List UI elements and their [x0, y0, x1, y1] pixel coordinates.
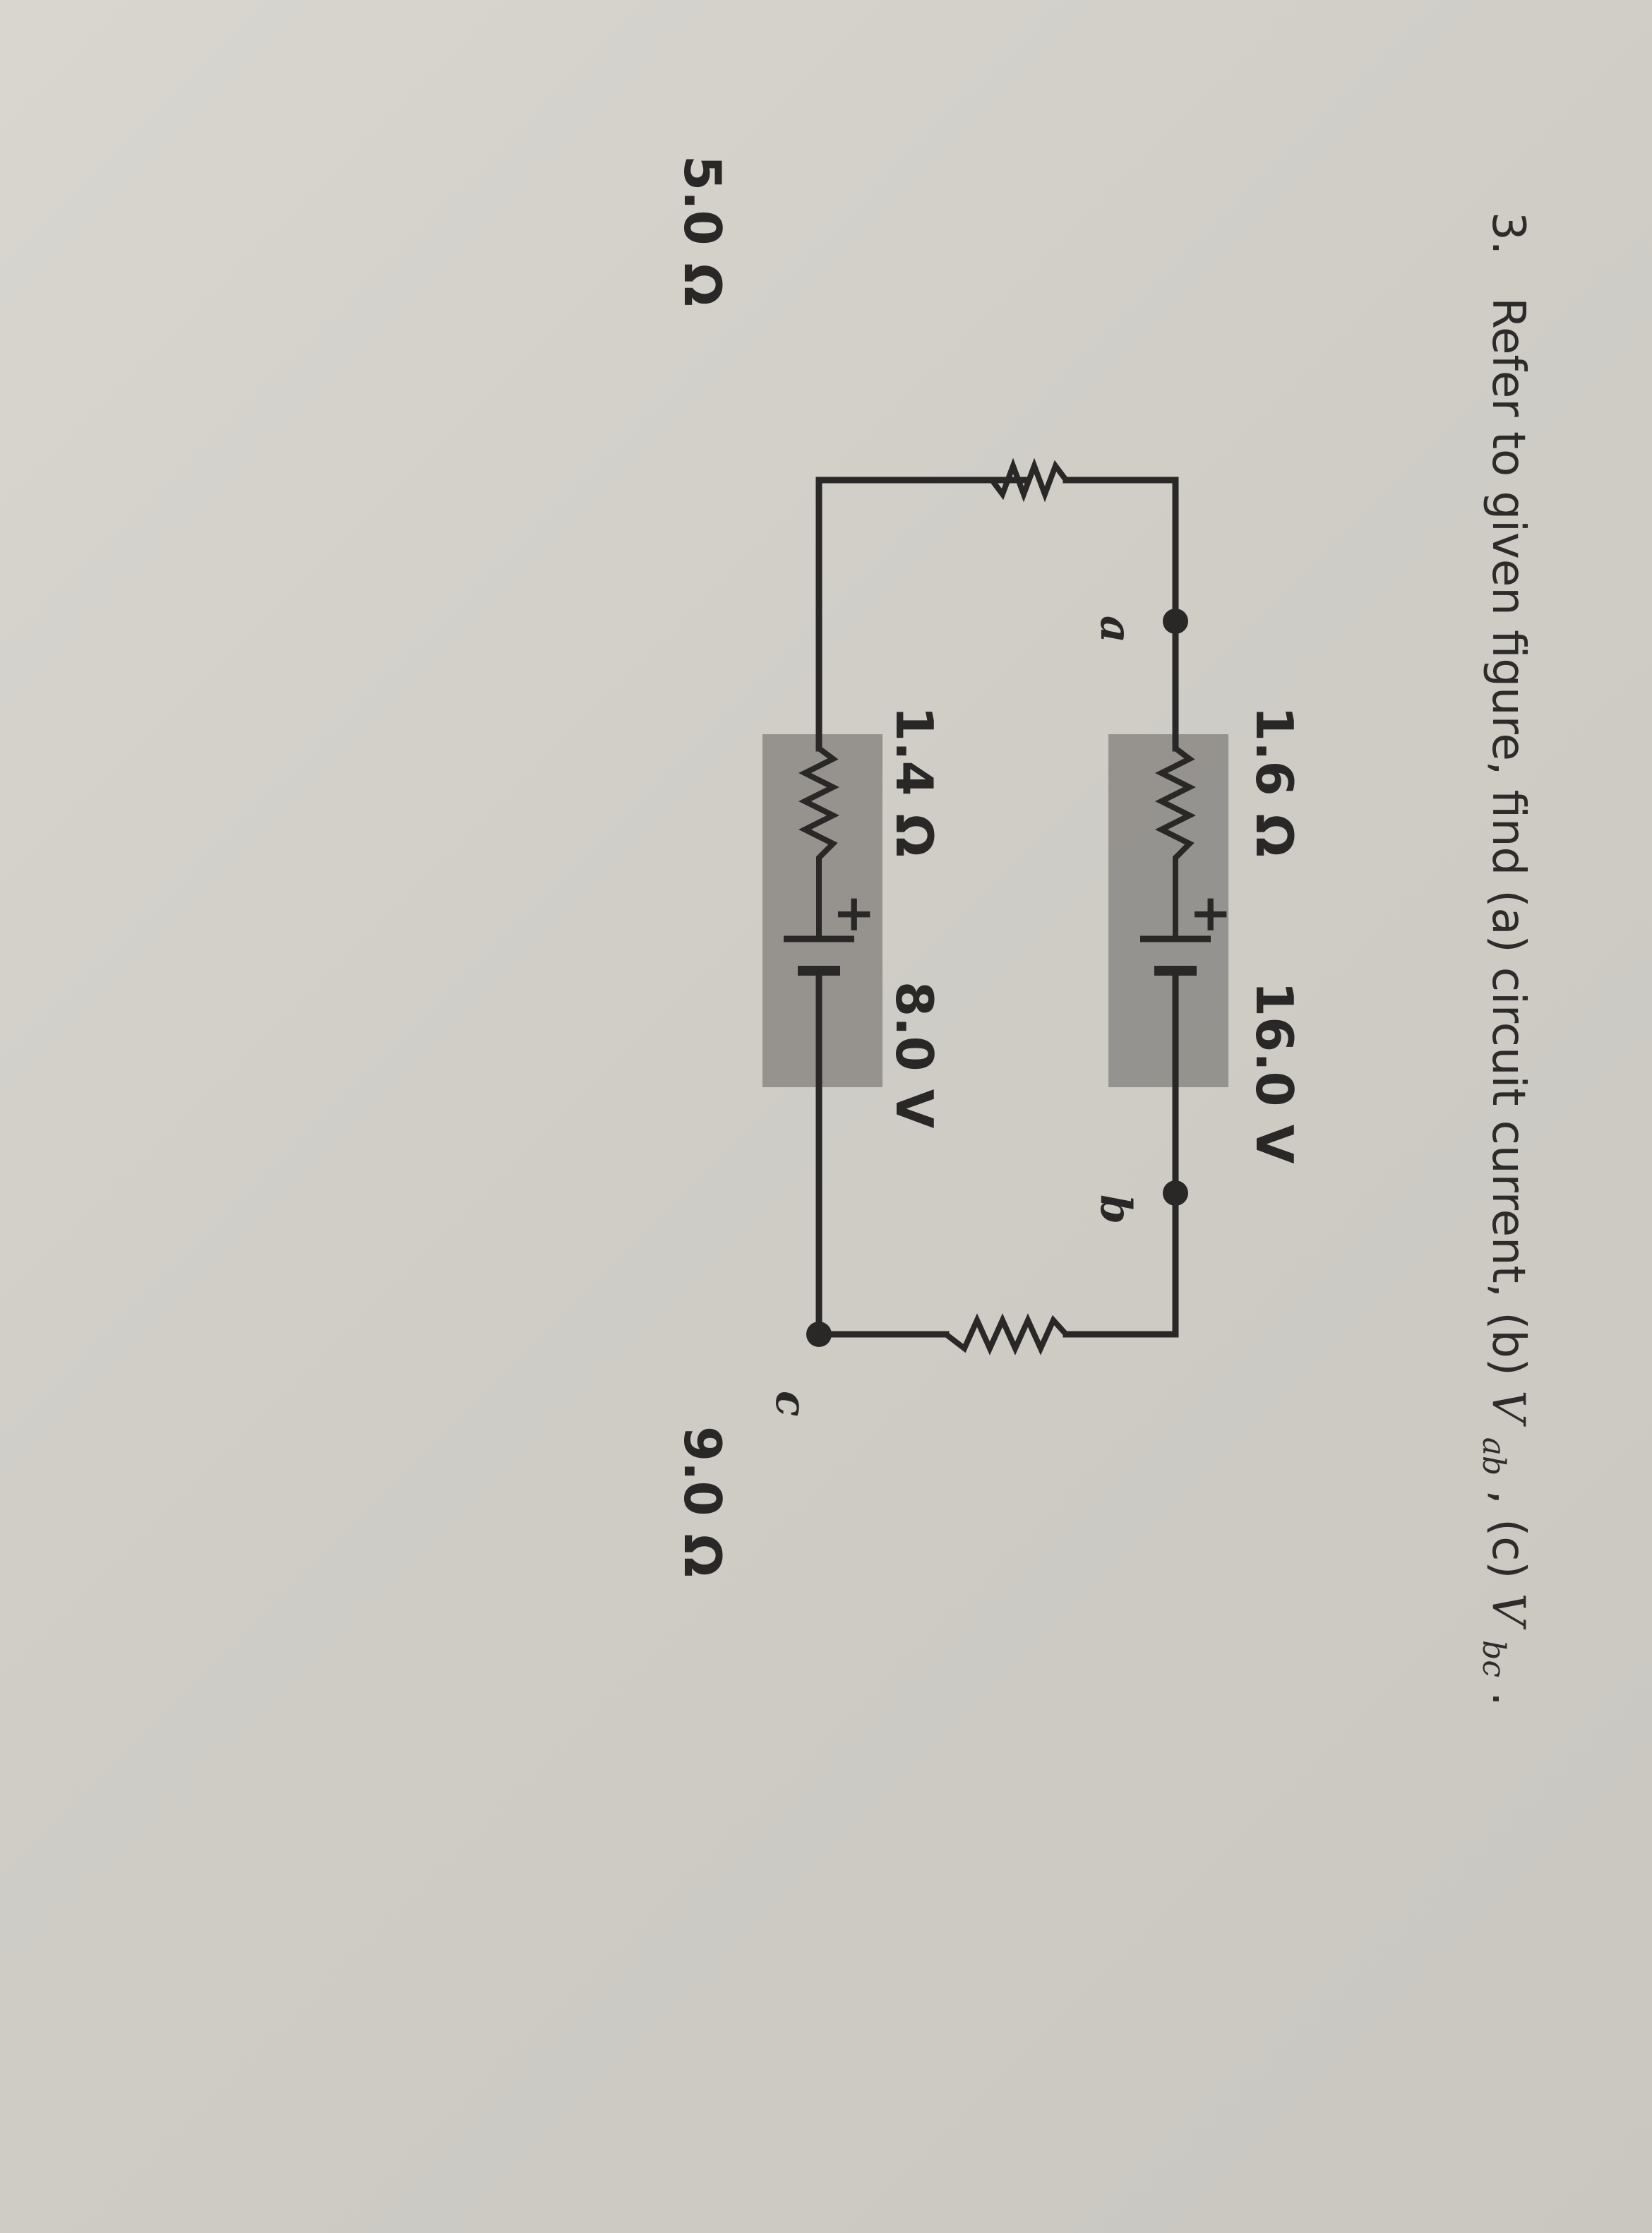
node-c-label: c	[766, 1391, 815, 1417]
node-c-dot	[806, 1322, 832, 1347]
bottom-branch-label-emf: 8.0 V	[885, 981, 944, 1129]
top-branch-label-emf: 16.0 V	[1245, 981, 1304, 1164]
rotated-content: 3. Refer to given figure, find (a) circu…	[673, 155, 1534, 1706]
bottom-internal-resistor	[798, 746, 839, 939]
question-text: Refer to given figure, find (a) circuit …	[1482, 297, 1534, 1390]
node-b-dot	[1163, 1180, 1188, 1206]
vbc-symbol: V	[1482, 1593, 1534, 1630]
question-text-middle: , (c)	[1482, 1490, 1534, 1593]
vbc-subscript: bc	[1476, 1640, 1512, 1677]
top-internal-resistor	[1155, 746, 1196, 939]
question-line: 3. Refer to given figure, find (a) circu…	[1472, 212, 1534, 1706]
bottom-cell-plus-sign: +	[826, 893, 885, 935]
node-a-dot	[1163, 609, 1188, 634]
bottom-branch-label-resistance: 1.4 Ω	[885, 706, 944, 857]
vab-symbol: V	[1482, 1390, 1534, 1427]
question-number: 3.	[1482, 212, 1534, 255]
bottom-battery-shade	[762, 734, 882, 1087]
left-resistor	[989, 457, 1069, 503]
question-text-end: .	[1482, 1692, 1534, 1706]
right-resistor	[944, 1313, 1068, 1355]
top-wire	[1063, 618, 1179, 1338]
top-cell-plus-sign: +	[1183, 893, 1242, 935]
left-resistor-label: 5.0 Ω	[673, 155, 732, 306]
right-resistor-label: 9.0 Ω	[673, 1426, 732, 1577]
node-b-label: b	[1091, 1195, 1140, 1224]
top-battery-shade	[1108, 734, 1228, 1087]
left-wire	[815, 477, 1179, 752]
top-branch-label-resistance: 1.6 Ω	[1245, 706, 1304, 857]
node-a-label: a	[1091, 616, 1140, 643]
vab-subscript: ab	[1476, 1437, 1512, 1475]
